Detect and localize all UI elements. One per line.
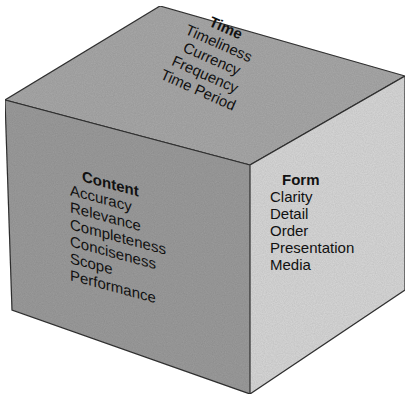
right-face-labels: FormClarityDetailOrderPresentationMedia — [270, 171, 354, 273]
face-item: Clarity — [270, 188, 354, 205]
face-item: Detail — [270, 205, 354, 222]
face-heading: Form — [270, 171, 354, 188]
left-face — [5, 100, 250, 394]
face-item: Order — [270, 222, 354, 239]
right-face — [250, 76, 405, 394]
face-item: Presentation — [270, 239, 354, 256]
face-item: Media — [270, 256, 354, 273]
left-face-labels: ContentAccuracyRelevanceCompletenessConc… — [70, 164, 166, 309]
